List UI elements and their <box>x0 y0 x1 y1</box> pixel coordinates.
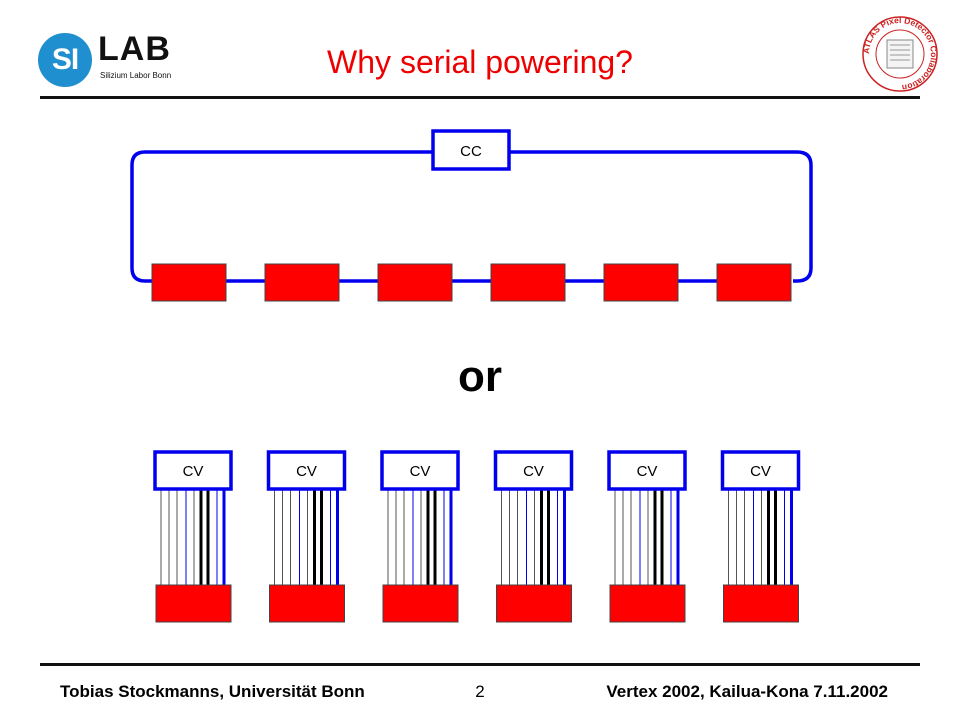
separator-or: or <box>458 352 502 401</box>
serial-module <box>603 263 679 302</box>
parallel-module-unit: CV <box>266 450 347 623</box>
footer-event: Vertex 2002, Kailua-Kona 7.11.2002 <box>606 682 888 701</box>
logo-subtitle: Silizium Labor Bonn <box>100 71 172 80</box>
serial-module <box>490 263 566 302</box>
slide-title: Why serial powering? <box>327 44 633 80</box>
cv-supply-label: CV <box>637 463 658 480</box>
parallel-module-unit: CV <box>720 450 801 623</box>
parallel-module <box>269 584 345 623</box>
serial-chain <box>151 263 792 302</box>
top-divider <box>40 96 920 99</box>
parallel-module-unit: CV <box>380 450 460 623</box>
serial-module <box>151 263 227 302</box>
footer-page-number: 2 <box>475 682 485 701</box>
parallel-module-unit: CV <box>493 450 574 623</box>
serial-wire-loop <box>130 150 813 283</box>
logo-name: LAB <box>98 30 171 68</box>
cv-supply-label: CV <box>296 463 317 480</box>
cv-supply-box <box>266 450 347 491</box>
parallel-module <box>609 584 686 623</box>
cc-supply-box <box>431 129 511 171</box>
cv-supply-label: CV <box>750 463 771 480</box>
bottom-divider <box>40 663 920 666</box>
parallel-module-unit: CV <box>607 450 687 623</box>
cv-supply-box <box>153 450 233 491</box>
cv-supply-label: CV <box>410 463 431 480</box>
serial-module <box>377 263 453 302</box>
parallel-modules: CV CV CV CV CV CV <box>153 450 801 623</box>
parallel-module <box>382 584 459 623</box>
cv-supply-box <box>607 450 687 491</box>
cv-supply-label: CV <box>183 463 204 480</box>
parallel-module <box>155 584 232 623</box>
cv-supply-box <box>720 450 801 491</box>
footer-author: Tobias Stockmanns, Universität Bonn <box>60 682 365 701</box>
parallel-module-unit: CV <box>153 450 233 623</box>
serial-module <box>716 263 792 302</box>
cv-supply-box <box>493 450 574 491</box>
parallel-module <box>723 584 799 623</box>
parallel-module <box>496 584 572 623</box>
atlas-seal-logo: ATLAS Pixel Detector Collaboration <box>861 15 939 93</box>
cc-supply-label: CC <box>460 143 482 160</box>
silab-logo: SI LAB Silizium Labor Bonn <box>38 30 198 90</box>
logo-mark: SI <box>38 33 92 87</box>
cv-supply-label: CV <box>523 463 544 480</box>
serial-module <box>264 263 340 302</box>
cv-supply-box <box>380 450 460 491</box>
